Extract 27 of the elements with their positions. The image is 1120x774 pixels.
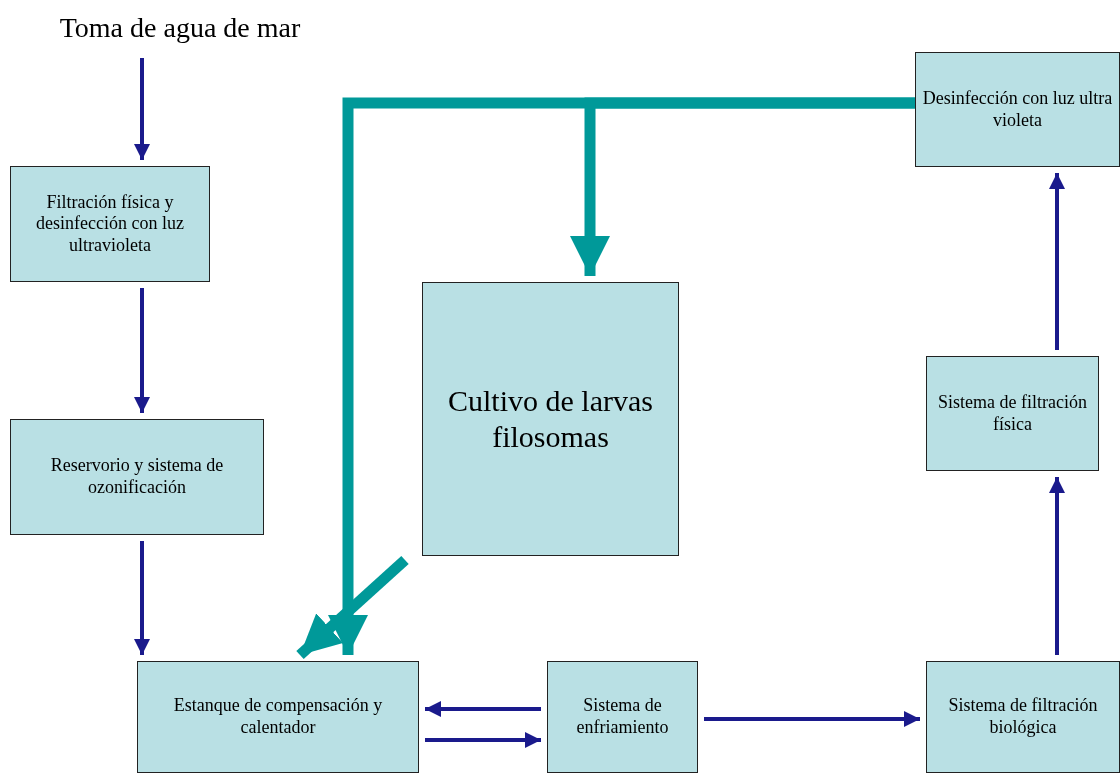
arrow [134,288,150,413]
arrow [704,711,920,727]
box-text: Desinfección con luz ultra violeta [921,87,1114,132]
box-text: Filtración física y desinfección con luz ultravioleta [35,191,185,257]
arrow [134,541,150,655]
box-text: Sistema de filtración biológica [947,695,1099,739]
process-box [926,661,1120,773]
arrow [425,701,541,717]
process-box [547,661,698,773]
source-label: Toma de agua de mar [30,8,330,48]
box-text: Sistema de enfriamiento [575,695,670,739]
process-box [137,661,419,773]
box-text: Cultivo de larvas filosomas [447,383,654,455]
arrow [134,58,150,160]
process-box [10,166,210,282]
arrow [1049,173,1065,350]
box-text: Estanque de compensación y calentador [172,695,384,739]
arrow [296,555,409,660]
arrow [425,732,541,748]
process-box [915,52,1120,167]
process-box [422,282,679,556]
box-text: Sistema de filtración física [937,391,1088,436]
box-text: Reservorio y sistema de ozonificación [49,455,225,499]
arrow [1049,477,1065,655]
arrow [328,97,915,655]
process-box [926,356,1099,471]
process-box [10,419,264,535]
